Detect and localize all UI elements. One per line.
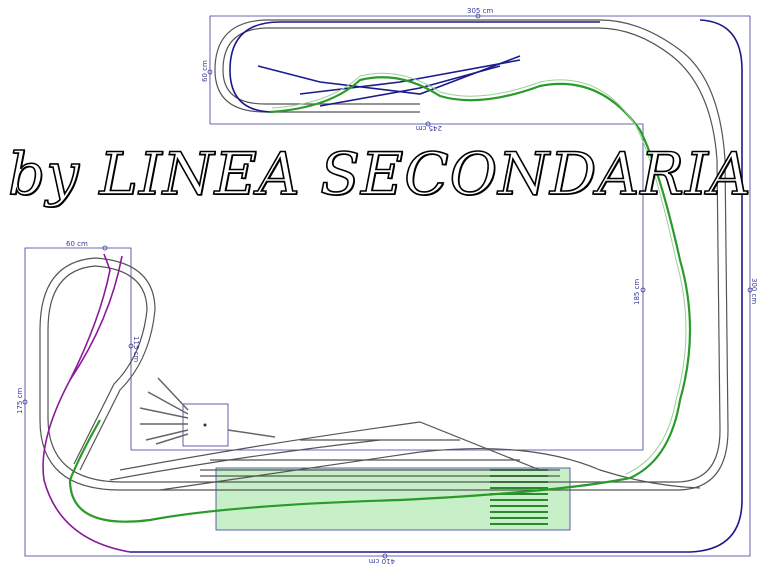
board-outline bbox=[24, 15, 751, 557]
dim-inner-right: 185 cm bbox=[633, 279, 641, 305]
main-line-gray bbox=[39, 19, 729, 491]
dim-inner-top: 245 cm bbox=[416, 124, 442, 132]
dim-top-width: 305 cm bbox=[467, 7, 493, 15]
branch-line-purple bbox=[42, 253, 131, 553]
layout-title: by LINEA SECONDARIA bbox=[7, 139, 752, 209]
turntable-spurs bbox=[139, 377, 276, 445]
dim-left-width: 60 cm bbox=[66, 240, 88, 248]
dim-top-depth: 60 cm bbox=[201, 60, 209, 82]
dim-left-inner: 115 cm bbox=[132, 336, 140, 362]
upper-line-blue bbox=[130, 19, 743, 553]
dim-right-height: 300 cm bbox=[750, 278, 758, 304]
branch-line-green bbox=[68, 76, 692, 523]
dimension-markers bbox=[22, 13, 753, 559]
dim-bottom-width: 410 cm bbox=[369, 557, 395, 565]
dim-left-height: 175 cm bbox=[16, 388, 24, 414]
